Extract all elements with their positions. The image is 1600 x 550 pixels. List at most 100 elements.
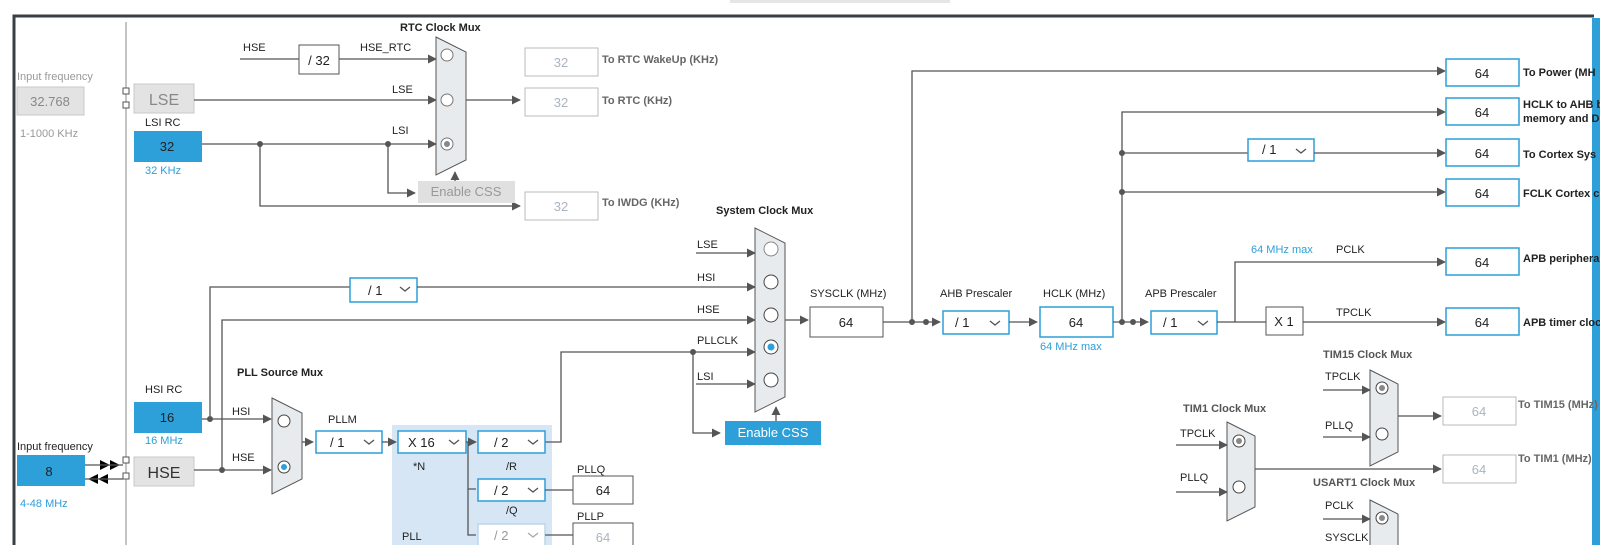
hse-source-label: HSE <box>148 465 181 482</box>
output-hclk-ahb-label: HCLK to AHB b <box>1523 99 1600 111</box>
rtc-mux-option-lse[interactable] <box>440 93 454 107</box>
pll-source-option-hsi[interactable] <box>277 414 291 428</box>
iwdg-output-value: 32 <box>554 199 568 214</box>
top-tab-remnant <box>730 0 950 3</box>
pllq-divider-value: / 2 <box>494 483 508 498</box>
sys-hsi-label: HSI <box>697 272 715 284</box>
usart1-sysclk-label: SYSCLK <box>1325 532 1369 544</box>
hsi-rc-label: HSI RC <box>145 384 182 396</box>
pllm-divider-value: / 1 <box>330 435 344 450</box>
sys-mux-option-hse[interactable] <box>763 307 779 323</box>
pllq-output-label: PLLQ <box>577 464 606 476</box>
rtc-clock-mux-title: RTC Clock Mux <box>400 22 482 34</box>
rtc-enable-css-button[interactable] <box>418 181 515 203</box>
output-fclk-box <box>1445 178 1520 207</box>
pllp-divider-select[interactable] <box>477 523 546 547</box>
sys-mux-option-hsi[interactable] <box>763 274 779 290</box>
output-apb-timer: 64 APB timer cloc <box>1445 307 1600 336</box>
hclk-value: 64 <box>1069 315 1083 330</box>
rtc-output-box <box>524 87 599 117</box>
pll-source-mux[interactable] <box>271 397 303 495</box>
tim1-output-value: 64 <box>1472 462 1486 477</box>
rtc-wakeup-output-label: To RTC WakeUp (KHz) <box>602 54 718 66</box>
output-cortex-systick-box <box>1445 138 1520 167</box>
lse-input-frequency-field[interactable] <box>16 86 85 116</box>
sys-mux-selected-indicator <box>767 343 775 351</box>
lsi-rc-label: LSI RC <box>145 117 181 129</box>
plln-multiplier-value: X 16 <box>408 435 435 450</box>
lsi-rc-value: 32 <box>160 139 174 154</box>
hse-input-frequency-field[interactable] <box>17 455 85 486</box>
pllq-div-label: /Q <box>506 505 518 517</box>
plln-chevron-down-icon <box>448 439 460 445</box>
output-apb-timer-label: APB timer cloc <box>1523 317 1600 329</box>
sys-lsi-label: LSI <box>697 371 714 383</box>
pllr-label: /R <box>506 461 517 473</box>
pllr-divider-value: / 2 <box>494 435 508 450</box>
cortex-chevron-down-icon <box>1295 148 1307 154</box>
pllp-chevron-down-icon <box>527 532 539 538</box>
rtc-lse-label: LSE <box>392 84 413 96</box>
lse-pin-top <box>122 87 130 95</box>
lse-pin-bottom <box>122 101 130 109</box>
system-clock-mux-title: System Clock Mux <box>716 205 814 217</box>
tim1-option-pllq[interactable] <box>1232 480 1246 494</box>
lse-source-label: LSE <box>149 92 179 109</box>
rtc-hse-rtc-label: HSE_RTC <box>360 42 411 54</box>
hsi-rc-unit: 16 MHz <box>145 435 183 447</box>
pll-block-label: PLL <box>402 531 422 543</box>
hclk-value-box[interactable] <box>1039 306 1114 338</box>
lsi-rc-unit: 32 KHz <box>145 165 181 177</box>
hse-input-frequency-value: 8 <box>45 464 52 479</box>
pll-source-selected-indicator <box>281 464 287 470</box>
pllq-chevron-down-icon <box>527 487 539 493</box>
tim1-output-box <box>1442 454 1517 484</box>
output-cortex-systick: 64 To Cortex Sys <box>1445 138 1596 167</box>
usart1-selected-indicator <box>1379 515 1385 521</box>
tpclk-multiplier-box <box>1265 306 1304 336</box>
output-power-box <box>1445 58 1520 87</box>
output-apb-peripheral-label: APB periphera <box>1523 253 1600 265</box>
output-hclk-ahb: 64 HCLK to AHB b memory and D <box>1445 97 1600 126</box>
output-apb-timer-box <box>1445 307 1520 336</box>
sys-enable-css-button[interactable] <box>725 421 821 445</box>
tim15-tpclk-label: TPCLK <box>1325 371 1361 383</box>
lse-source-block[interactable] <box>133 83 195 114</box>
tim1-clock-mux-title: TIM1 Clock Mux <box>1183 403 1267 415</box>
sys-hse-label: HSE <box>697 304 720 316</box>
sys-lse-label: LSE <box>697 239 718 251</box>
output-apb-peripheral-value: 64 <box>1475 255 1489 270</box>
sys-pllclk-label: PLLCLK <box>697 335 739 347</box>
output-power: 64 To Power (MH <box>1445 58 1596 87</box>
usart1-clock-mux[interactable] <box>1369 499 1399 550</box>
tim15-option-pllq[interactable] <box>1375 427 1389 441</box>
hse-source-block[interactable] <box>133 456 195 487</box>
lse-input-frequency-label: Input frequency <box>17 71 93 83</box>
rtc-output-label: To RTC (KHz) <box>602 95 672 107</box>
pllp-output-value: 64 <box>596 530 610 545</box>
rtc-hse-label: HSE <box>243 42 266 54</box>
hse-pin-bottom <box>122 472 130 480</box>
ahb-prescaler-label: AHB Prescaler <box>940 288 1012 300</box>
hclk-label: HCLK (MHz) <box>1043 288 1105 300</box>
output-hclk-ahb-label-line2: memory and D <box>1523 113 1599 125</box>
iwdg-output-label: To IWDG (KHz) <box>602 197 680 209</box>
sys-mux-option-lsi[interactable] <box>763 372 779 388</box>
apb-chevron-down-icon <box>1197 320 1209 326</box>
sysclk-label: SYSCLK (MHz) <box>810 288 886 300</box>
tim15-clock-mux-title: TIM15 Clock Mux <box>1323 349 1413 361</box>
output-fclk-value: 64 <box>1475 186 1489 201</box>
rtc-hse-divider-box[interactable] <box>298 44 340 75</box>
output-apb-peripheral: 64 APB periphera <box>1445 247 1600 276</box>
tim1-output-label: To TIM1 (MHz) <box>1518 453 1592 465</box>
sys-enable-css-label: Enable CSS <box>738 425 809 440</box>
pllp-output-label: PLLP <box>577 511 604 523</box>
right-scrollbar[interactable] <box>1592 18 1600 545</box>
cortex-divider-value: / 1 <box>1262 142 1276 157</box>
ahb-chevron-down-icon <box>989 320 1001 326</box>
sys-mux-option-lse[interactable] <box>763 241 779 257</box>
rtc-mux-option-hse-rtc[interactable] <box>440 48 454 62</box>
tim1-pllq-label: PLLQ <box>1180 472 1209 484</box>
cortex-divider-select[interactable] <box>1247 138 1315 162</box>
pllr-divider-select[interactable] <box>477 430 546 454</box>
